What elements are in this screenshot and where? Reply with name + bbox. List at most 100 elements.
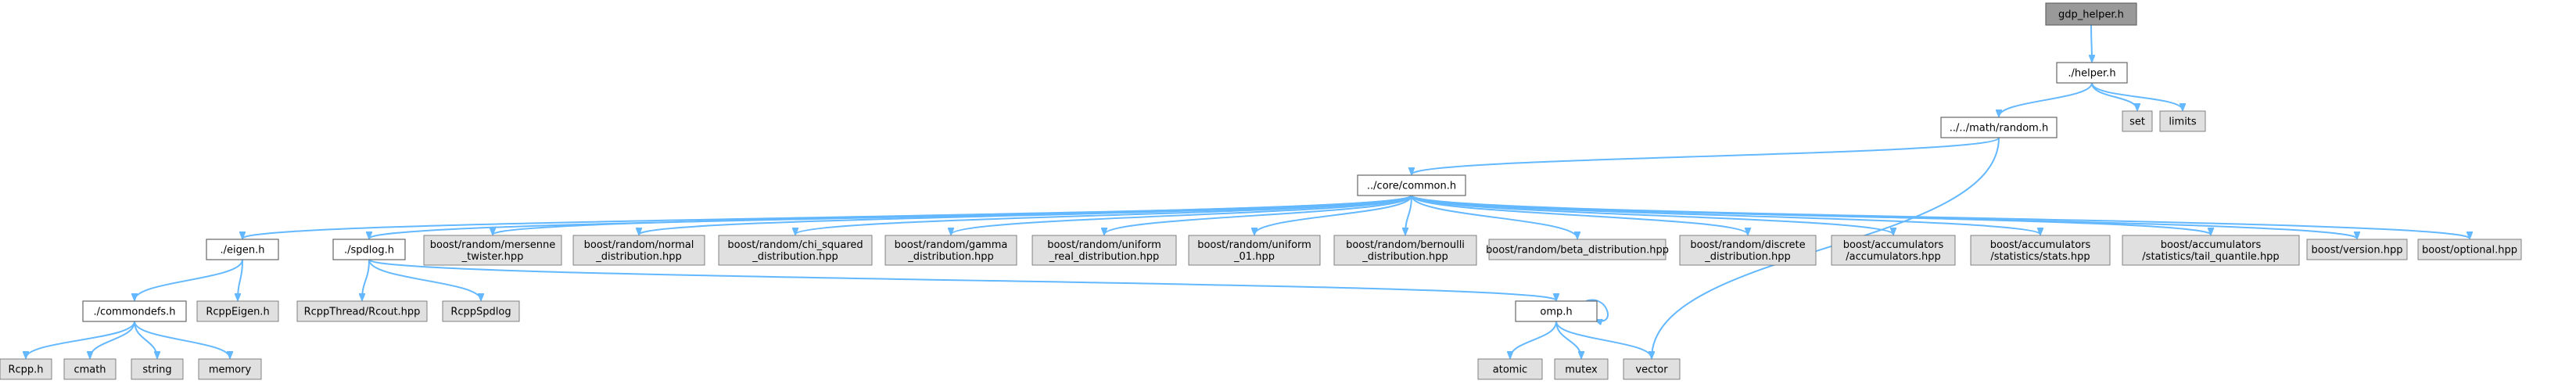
node-box: [1679, 235, 1817, 266]
edge-common-to-chisq: [795, 195, 1412, 235]
edge-helper-to-set: [2091, 82, 2137, 110]
node-box: [1831, 235, 1956, 266]
node-box: [884, 235, 1017, 266]
node-box: [1333, 235, 1477, 266]
node-gamma[interactable]: boost/random/gamma_distribution.hpp: [884, 235, 1017, 266]
node-cmath[interactable]: cmath: [63, 358, 117, 380]
node-commondefs[interactable]: ./commondefs.h: [82, 300, 187, 322]
node-tailq[interactable]: boost/accumulators/statistics/tail_quant…: [2122, 235, 2300, 266]
node-box: [63, 358, 117, 380]
edge-spdlog-to-omp: [368, 259, 1556, 300]
node-box: [2306, 239, 2408, 260]
node-random[interactable]: ../../math/random.h: [1940, 117, 2058, 138]
node-discrete[interactable]: boost/random/discrete_distribution.hpp: [1679, 235, 1817, 266]
edge-common-to-unif-real: [1104, 195, 1412, 235]
node-label: boost/random/beta_distribution.hpp: [1486, 245, 1669, 257]
node-omp[interactable]: omp.h: [1515, 300, 1598, 322]
node-chisq[interactable]: boost/random/chi_squared_distribution.hp…: [718, 235, 873, 266]
node-label: RcppSpdlog: [450, 307, 511, 318]
node-unif01[interactable]: boost/random/uniform_01.hpp: [1188, 235, 1321, 266]
edge-common-to-normal: [639, 195, 1412, 235]
node-box: [1515, 300, 1598, 322]
node-label: /statistics/stats.hpp: [1990, 251, 2090, 263]
edge-common-to-discrete: [1411, 195, 1748, 235]
edge-gdp-helper-to-helper: [2091, 24, 2092, 62]
node-label: boost/random/bernoulli: [1346, 239, 1465, 251]
edge-spdlog-to-rcppspdlog: [368, 259, 481, 300]
node-label: boost/random/gamma: [895, 239, 1008, 251]
edge-helper-to-limits: [2091, 82, 2183, 110]
node-label: omp.h: [1540, 307, 1572, 318]
node-box: [198, 358, 262, 380]
node-box: [1940, 117, 2058, 138]
edges-layer: [26, 24, 2470, 358]
edge-random-to-common: [1412, 137, 2000, 174]
node-label: _real_distribution.hpp: [1049, 251, 1160, 263]
edge-omp-to-atomic: [1510, 321, 1557, 358]
node-box: [1970, 235, 2111, 266]
node-label: cmath: [74, 364, 106, 376]
node-box: [1031, 235, 1177, 266]
node-box: [2159, 110, 2206, 132]
node-box: [2056, 62, 2128, 84]
node-acc[interactable]: boost/accumulators/accumulators.hpp: [1831, 235, 1956, 266]
node-stats[interactable]: boost/accumulators/statistics/stats.hpp: [1970, 235, 2111, 266]
node-mersenne[interactable]: boost/random/mersenne_twister.hpp: [423, 235, 562, 266]
node-label: set: [2129, 117, 2145, 128]
node-label: Rcpp.h: [8, 364, 43, 376]
node-limits[interactable]: limits: [2159, 110, 2206, 132]
edge-eigen-to-commondefs: [135, 259, 243, 300]
node-label: ../../math/random.h: [1950, 123, 2048, 135]
node-label: string: [142, 364, 171, 376]
node-vector[interactable]: vector: [1623, 358, 1681, 380]
node-version[interactable]: boost/version.hpp: [2306, 239, 2408, 260]
edge-common-to-beta: [1411, 195, 1577, 239]
node-spdlog[interactable]: ./spdlog.h: [332, 239, 406, 260]
node-label: _distribution.hpp: [1704, 251, 1790, 263]
node-optional[interactable]: boost/optional.hpp: [2417, 239, 2522, 260]
node-gdp-helper: gdp_helper.h: [2045, 2, 2137, 26]
node-label: memory: [209, 364, 252, 376]
node-rcppeigen[interactable]: RcppEigen.h: [196, 300, 279, 322]
node-string[interactable]: string: [131, 358, 184, 380]
node-rcpp[interactable]: Rcpp.h: [0, 358, 52, 380]
node-label: boost/random/discrete: [1690, 239, 1805, 251]
node-common[interactable]: ../core/common.h: [1357, 174, 1466, 196]
node-helper[interactable]: ./helper.h: [2056, 62, 2128, 84]
node-box: [2122, 235, 2300, 266]
node-atomic[interactable]: atomic: [1477, 358, 1543, 380]
node-label: /statistics/tail_quantile.hpp: [2142, 251, 2279, 263]
node-label: boost/random/normal: [584, 239, 694, 251]
node-box: [1488, 239, 1667, 260]
node-box: [131, 358, 184, 380]
node-label: ./commondefs.h: [93, 307, 175, 318]
edge-omp-to-vector: [1555, 321, 1652, 358]
node-box: [1188, 235, 1321, 266]
node-beta[interactable]: boost/random/beta_distribution.hpp: [1486, 239, 1669, 260]
node-label: boost/accumulators: [2161, 239, 2262, 251]
edge-spdlog-to-rcppthread: [362, 259, 370, 300]
node-box: [196, 300, 279, 322]
node-label: ./eigen.h: [221, 245, 265, 257]
edge-random-to-vector: [1652, 137, 2000, 358]
node-label: _distribution.hpp: [1362, 251, 1448, 263]
node-eigen[interactable]: ./eigen.h: [206, 239, 279, 260]
node-unif-real[interactable]: boost/random/uniform_real_distribution.h…: [1031, 235, 1177, 266]
node-label: _01.hpp: [1233, 251, 1275, 263]
node-box: [423, 235, 562, 266]
node-label: _distribution.hpp: [595, 251, 681, 263]
node-mutex[interactable]: mutex: [1554, 358, 1609, 380]
edge-commondefs-to-rcpp: [26, 321, 135, 358]
node-rcppspdlog[interactable]: RcppSpdlog: [442, 300, 520, 322]
node-label: ../core/common.h: [1367, 181, 1456, 192]
node-set[interactable]: set: [2122, 110, 2153, 132]
node-memory[interactable]: memory: [198, 358, 262, 380]
node-rcppthread[interactable]: RcppThread/Rcout.hpp: [296, 300, 428, 322]
node-bernoulli[interactable]: boost/random/bernoulli_distribution.hpp: [1333, 235, 1477, 266]
node-box: [1477, 358, 1543, 380]
node-label: gdp_helper.h: [2058, 9, 2124, 21]
node-label: boost/random/chi_squared: [727, 239, 863, 251]
node-label: atomic: [1493, 364, 1527, 376]
node-normal[interactable]: boost/random/normal_distribution.hpp: [572, 235, 705, 266]
